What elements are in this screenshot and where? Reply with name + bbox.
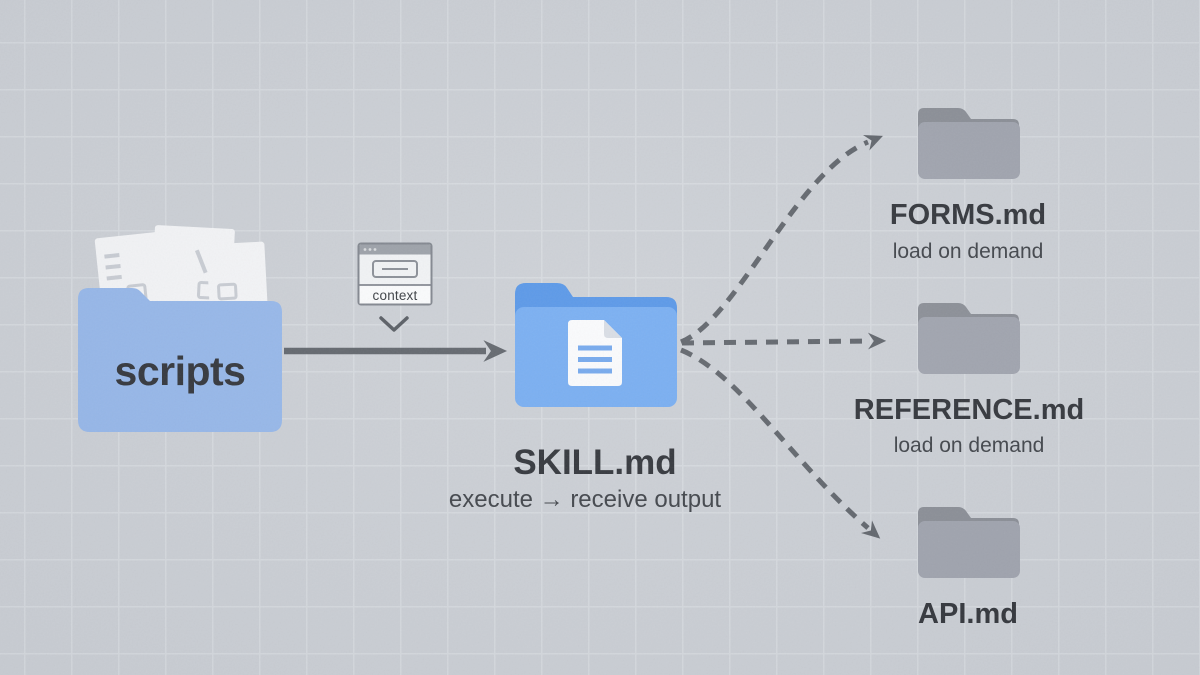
arrow-skill-to-forms (680, 134, 883, 345)
folder-icon-api (918, 507, 1020, 578)
arrow-skill-to-reference (681, 332, 887, 350)
forms-title: FORMS.md (889, 199, 1047, 231)
folder-icon-reference (918, 303, 1020, 374)
api-title: API.md (918, 598, 1018, 630)
folder-icon-forms (918, 108, 1020, 179)
forms-subtitle: load on demand (892, 240, 1044, 263)
reference-title: REFERENCE.md (853, 394, 1085, 426)
skill-subtitle: execute → receive output (448, 486, 722, 513)
skill-folder-icon (515, 283, 677, 407)
skill-title: SKILL.md (513, 443, 677, 482)
context-badge-label: context (372, 288, 418, 303)
reference-subtitle: load on demand (893, 434, 1045, 457)
chevron-down-icon (379, 316, 409, 332)
scripts-folder-label: scripts (114, 348, 246, 394)
